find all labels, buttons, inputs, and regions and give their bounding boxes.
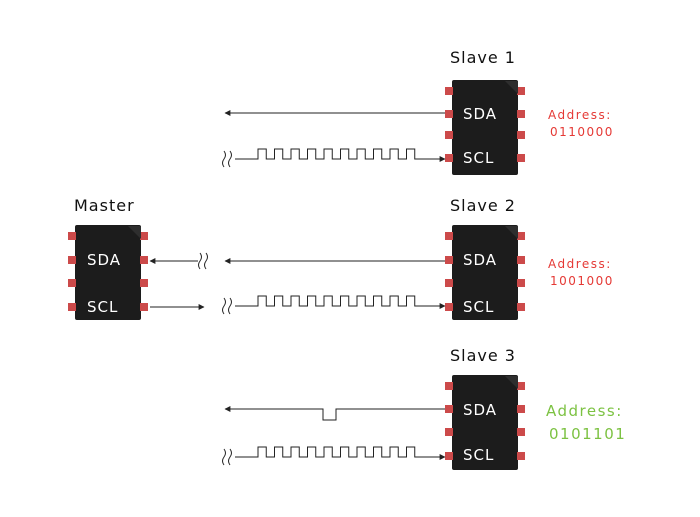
slave-2-address: 1001000	[550, 274, 614, 288]
pin	[140, 303, 148, 311]
pin	[445, 279, 453, 287]
pin	[68, 303, 76, 311]
slave-3-address-label: Address:	[546, 402, 623, 420]
pin	[517, 154, 525, 162]
slave-1-scl-wire	[235, 148, 446, 162]
slave-1-sda-label: SDA	[463, 105, 497, 123]
pin	[445, 303, 453, 311]
slave-1-scl-label: SCL	[463, 149, 494, 167]
pin	[517, 232, 525, 240]
master-title: Master	[74, 196, 135, 215]
pin	[68, 256, 76, 264]
slave-2-address-label: Address:	[548, 257, 612, 271]
pin	[445, 405, 453, 413]
slave-3-sda-label: SDA	[463, 401, 497, 419]
master-chip-body	[75, 225, 141, 320]
pin	[517, 382, 525, 390]
slave-2-title: Slave 2	[450, 196, 516, 215]
slave-3-address: 0101101	[549, 425, 627, 443]
pin	[517, 428, 525, 436]
chip-notch	[505, 226, 518, 239]
slave-2-scl-wire	[235, 295, 446, 309]
slave-1-chip	[445, 80, 525, 175]
pin	[517, 303, 525, 311]
master-sda-label: SDA	[87, 251, 121, 269]
slave-1-address-label: Address:	[548, 108, 612, 122]
master-chip-pins	[68, 232, 148, 311]
slave-chip-body	[452, 375, 518, 470]
slave-2-sda-label: SDA	[463, 251, 497, 269]
pin	[517, 256, 525, 264]
chip-notch	[505, 376, 518, 389]
break-mark-icon	[222, 297, 232, 315]
break-mark-icon	[222, 448, 232, 466]
slave-1-address: 0110000	[550, 125, 614, 139]
pin	[140, 279, 148, 287]
break-mark-icon	[198, 252, 208, 270]
slave-3-scl-wire	[235, 446, 446, 460]
slave-chip-body	[452, 225, 518, 320]
slave-3-scl-label: SCL	[463, 446, 494, 464]
pin	[517, 110, 525, 118]
pin	[140, 232, 148, 240]
pin	[445, 232, 453, 240]
pin	[445, 256, 453, 264]
pin	[517, 131, 525, 139]
pin	[140, 256, 148, 264]
slave-2-scl-label: SCL	[463, 298, 494, 316]
slave-3-title: Slave 3	[450, 346, 516, 365]
slave-3-sda-wire	[224, 406, 445, 421]
pin	[517, 87, 525, 95]
bus-wires	[149, 110, 446, 466]
pin	[445, 382, 453, 390]
pin	[445, 131, 453, 139]
pin	[517, 452, 525, 460]
break-mark-icon	[222, 150, 232, 168]
pin	[445, 87, 453, 95]
pin	[445, 452, 453, 460]
chip-notch	[505, 81, 518, 94]
slave-chip-body	[452, 80, 518, 175]
chip-notch	[128, 226, 141, 239]
slave-1-title: Slave 1	[450, 48, 516, 67]
slave-3-chip	[445, 375, 525, 470]
pin	[445, 428, 453, 436]
pin	[68, 279, 76, 287]
slave-2-chip	[445, 225, 525, 320]
master-scl-label: SCL	[87, 298, 118, 316]
pin	[445, 154, 453, 162]
pin	[517, 279, 525, 287]
pin	[68, 232, 76, 240]
pin	[517, 405, 525, 413]
master-chip	[68, 225, 148, 320]
pin	[445, 110, 453, 118]
